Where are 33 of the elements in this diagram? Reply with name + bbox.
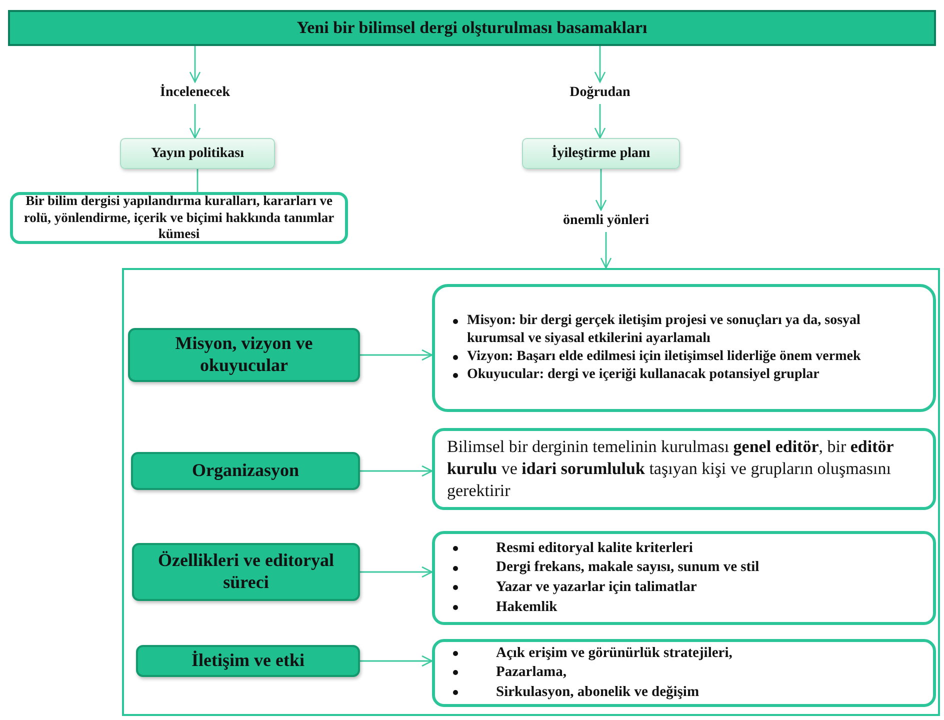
arrow (594, 46, 606, 83)
bullet-item: Vizyon: Başarı elde edilmesi için iletişimsel liderliğe önem vermek (467, 348, 861, 366)
bullet-item: Misyon: bir dergi gerçek iletişim projesi ve sonuçları ya da, sosyal kurumsal ve siyasal etkilerini ayarlamalı (467, 312, 862, 348)
header-bar: Yeni bir bilimsel dergi olşturulması basamakları (8, 10, 936, 46)
step-label: İncelenecek (140, 82, 250, 104)
step-box: Yayın politikası (120, 138, 275, 169)
definition-box: Bir bilim dergisi yapılandırma kuralları, kararları ve rolü, yönlendirme, içerik ve biçimi hakkında tanımlar kümesi (10, 192, 348, 244)
arrow (594, 104, 606, 139)
step-label: Doğrudan (545, 82, 655, 104)
description-box: Bilimsel bir derginin temelinin kurulması genel editör, bir editör kurulu ve idari sorumluluk taşıyan kişi ve grupların oluşmasını gerektirir (432, 428, 936, 510)
bullet-item: Pazarlama, (496, 663, 566, 682)
arrow (360, 566, 433, 578)
aspect-box: Özellikleri ve editoryal süreci (132, 543, 360, 601)
arrow (189, 46, 201, 83)
bullet-item: Yazar ve yazarlar için talimatlar (496, 578, 697, 597)
bullet-item: Resmi editoryal kalite kriterleri (496, 538, 693, 558)
arrow (595, 169, 607, 211)
arrow (189, 104, 201, 139)
aspect-box: Misyon, vizyon ve okuyucular (128, 328, 360, 382)
step-label: önemli yönleri (546, 210, 666, 232)
arrow (360, 655, 433, 667)
step-box: İyileştirme planı (522, 138, 680, 169)
aspects-panel (122, 268, 940, 716)
aspect-box: Organizasyon (131, 452, 360, 490)
bullet-item: Dergi frekans, makale sayısı, sunum ve stil (496, 558, 760, 578)
arrow (360, 465, 433, 477)
aspect-box: İletişim ve etki (136, 645, 360, 677)
arrow (600, 232, 612, 269)
bullet-item: Hakemlik (496, 598, 558, 617)
bullet-item: Okuyucular: dergi ve içeriği kullanacak potansiyel gruplar (467, 366, 820, 384)
bullet-item: Sirkulasyon, abonelik ve değişim (496, 682, 700, 702)
bullet-item: Açık erişim ve görünürlük stratejileri, (496, 644, 732, 663)
arrow (360, 349, 433, 361)
